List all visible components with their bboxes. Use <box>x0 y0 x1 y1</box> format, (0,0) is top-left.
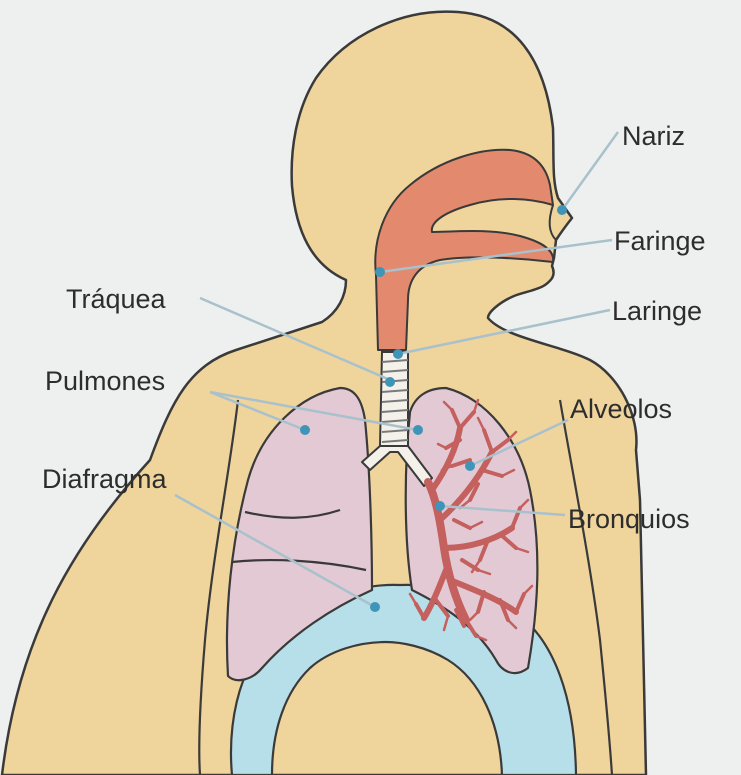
marker-dot-bronquios <box>435 501 445 511</box>
marker-dot-pulmon-izquierdo <box>300 425 310 435</box>
label-nariz: Nariz <box>622 121 685 151</box>
label-laringe: Laringe <box>612 296 702 326</box>
marker-dot-laringe <box>393 349 403 359</box>
label-faringe: Faringe <box>614 226 706 256</box>
marker-dot-traquea <box>385 377 395 387</box>
marker-dot-alveolos <box>465 461 475 471</box>
label-alveolos: Alveolos <box>570 394 672 424</box>
marker-dot-diafragma <box>370 602 380 612</box>
marker-dot-faringe <box>375 267 385 277</box>
marker-dot-nariz <box>557 205 567 215</box>
label-traquea: Tráquea <box>66 284 167 314</box>
label-pulmones: Pulmones <box>45 366 165 396</box>
label-diafragma: Diafragma <box>42 464 168 494</box>
marker-dot-pulmon-derecho <box>413 425 423 435</box>
label-bronquios: Bronquios <box>568 504 690 534</box>
